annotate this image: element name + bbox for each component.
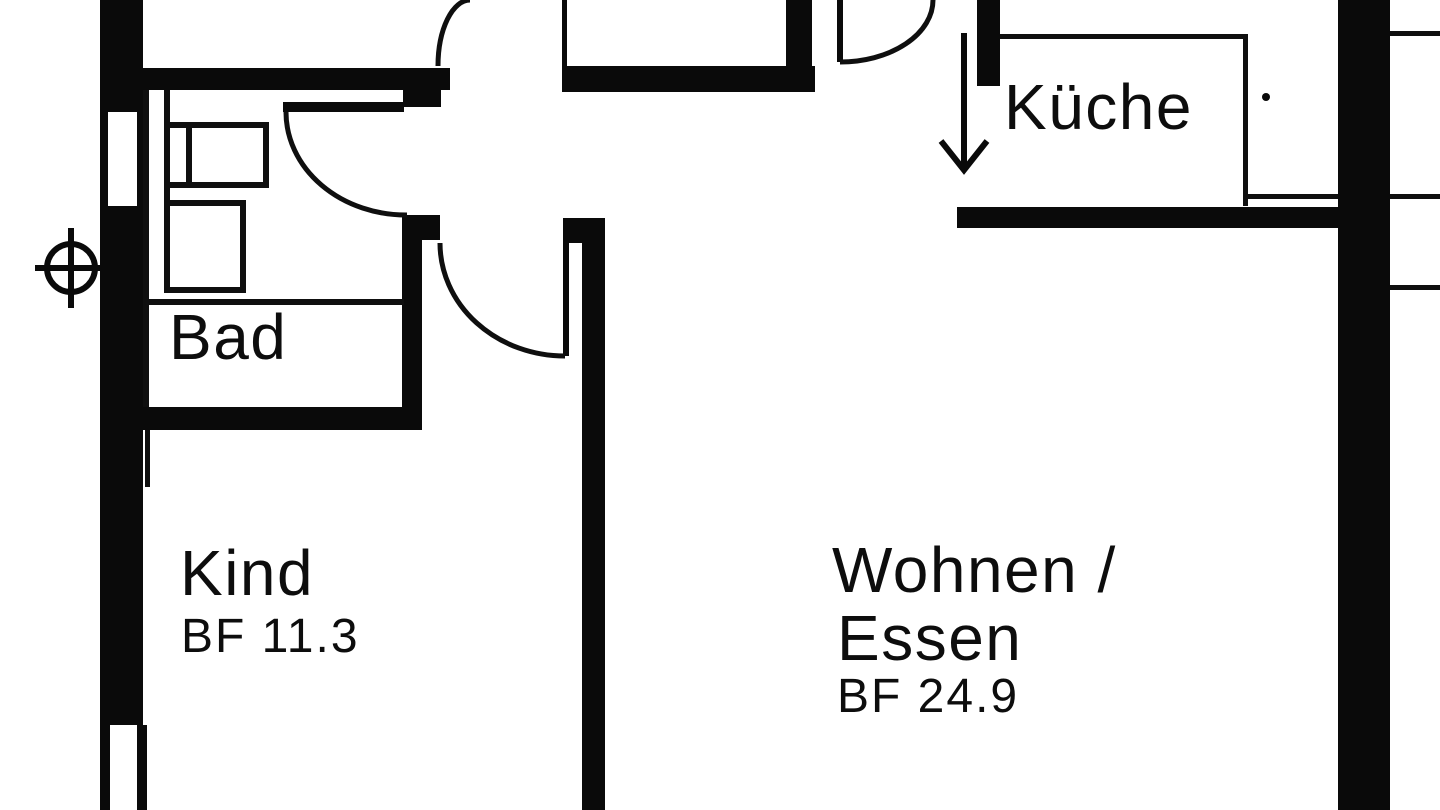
door-arc-kind xyxy=(437,242,566,359)
line-bad-left-inner xyxy=(143,90,149,407)
wall-kueche-bottom xyxy=(957,207,1390,228)
line-right-tick-3 xyxy=(1390,285,1440,290)
door-leaf-kind xyxy=(563,243,569,356)
wall-bad-door-jamb-top xyxy=(403,86,441,107)
wall-left-window-strip-outer xyxy=(100,725,110,810)
door-swings xyxy=(283,0,936,359)
door-leaf-entrance xyxy=(837,0,843,62)
wall-divider-kind-wohnen xyxy=(582,218,605,810)
door-leaf-bad xyxy=(283,102,404,112)
line-right-tick-1 xyxy=(1390,31,1440,36)
bathroom-fixtures xyxy=(164,90,269,293)
room-area-wohnen: BF 24.9 xyxy=(837,670,1020,723)
door-arc-entrance xyxy=(839,0,936,65)
wall-kueche-stub xyxy=(977,0,1000,86)
window-left-lower xyxy=(110,725,137,810)
wall-hall-bottom xyxy=(562,66,815,92)
wall-divider-top-cap xyxy=(563,218,605,243)
line-kind-left-stub xyxy=(145,430,150,487)
window-left-upper xyxy=(108,112,137,206)
wall-hall-left-thin xyxy=(562,0,567,68)
room-label-kind: Kind xyxy=(180,537,315,609)
wall-right-outer xyxy=(1338,0,1390,810)
wall-bad-right xyxy=(402,215,422,430)
thin-lines xyxy=(143,31,1440,487)
line-right-tick-2 xyxy=(1390,194,1440,199)
door-arc-top-left xyxy=(435,0,471,67)
line-kueche-box-right xyxy=(1243,34,1248,206)
walls xyxy=(100,0,1390,810)
wall-left-window-strip-inner xyxy=(137,725,147,810)
wall-bad-door-jamb-bottom xyxy=(402,215,440,240)
crosshair-icon xyxy=(35,228,104,308)
line-kueche-box-top xyxy=(1000,34,1248,39)
door-arc-bad xyxy=(283,111,408,218)
room-label-wohnen-line1: Wohnen / xyxy=(832,534,1117,606)
wall-left-outer xyxy=(100,0,143,725)
fixture-wc xyxy=(164,200,246,293)
print-dot xyxy=(1262,93,1270,101)
wall-bad-top xyxy=(143,68,450,90)
room-label-kueche: Küche xyxy=(1004,71,1193,143)
wall-bad-bottom xyxy=(143,407,422,430)
down-arrow-icon xyxy=(938,33,990,175)
room-label-wohnen-line2: Essen xyxy=(837,602,1023,674)
fixture-washbasin xyxy=(164,122,269,188)
windows xyxy=(108,112,137,810)
wall-hall-right xyxy=(786,0,812,92)
arrow-head xyxy=(938,139,990,175)
room-label-bad: Bad xyxy=(169,301,288,373)
line-kueche-box-connector xyxy=(1243,194,1338,199)
line-bad-shelf xyxy=(146,299,404,305)
room-area-kind: BF 11.3 xyxy=(181,610,360,663)
